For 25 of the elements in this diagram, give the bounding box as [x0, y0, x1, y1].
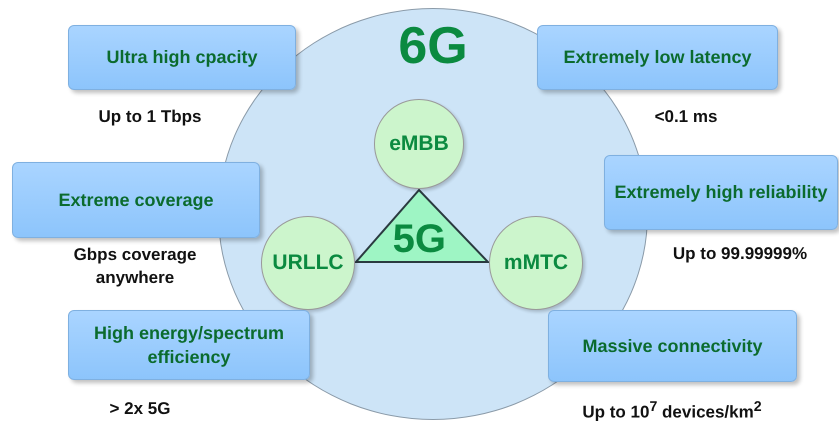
feature-title: Extremely low latency: [562, 46, 753, 70]
feature-title: Extremely high reliability: [613, 181, 829, 204]
value-text: Gbps coverage anywhere: [72, 244, 198, 289]
feature-box: [12, 162, 260, 238]
feature-title: Extreme coverage: [57, 188, 215, 212]
value-text: Up to 1 Tbps: [98, 106, 202, 128]
category-label: eMBB: [389, 132, 449, 156]
feature-box: [68, 310, 310, 380]
category-label: URLLC: [272, 251, 344, 275]
feature-box: [548, 310, 797, 382]
feature-title: Ultra high cpacity: [105, 46, 259, 70]
category-circle: [261, 216, 355, 310]
value-text: > 2x 5G: [110, 398, 170, 420]
feature-box: [537, 25, 778, 90]
feature-box: [68, 25, 296, 90]
value-text: Up to 10$^{7}$ devices/km$^{2}$: [582, 398, 762, 424]
feature-title: High energy/spectrum efficiency: [92, 322, 286, 369]
heading-text: 6G: [398, 20, 468, 72]
triangle-shape: [355, 189, 489, 263]
category-label: mMTC: [504, 251, 568, 275]
feature-box: [604, 155, 838, 230]
value-text: Up to 99.99999%: [672, 243, 808, 265]
feature-title: Massive connectivity: [581, 334, 764, 358]
heading-text: 5G: [392, 219, 446, 260]
value-text: <0.1 ms: [654, 106, 718, 128]
